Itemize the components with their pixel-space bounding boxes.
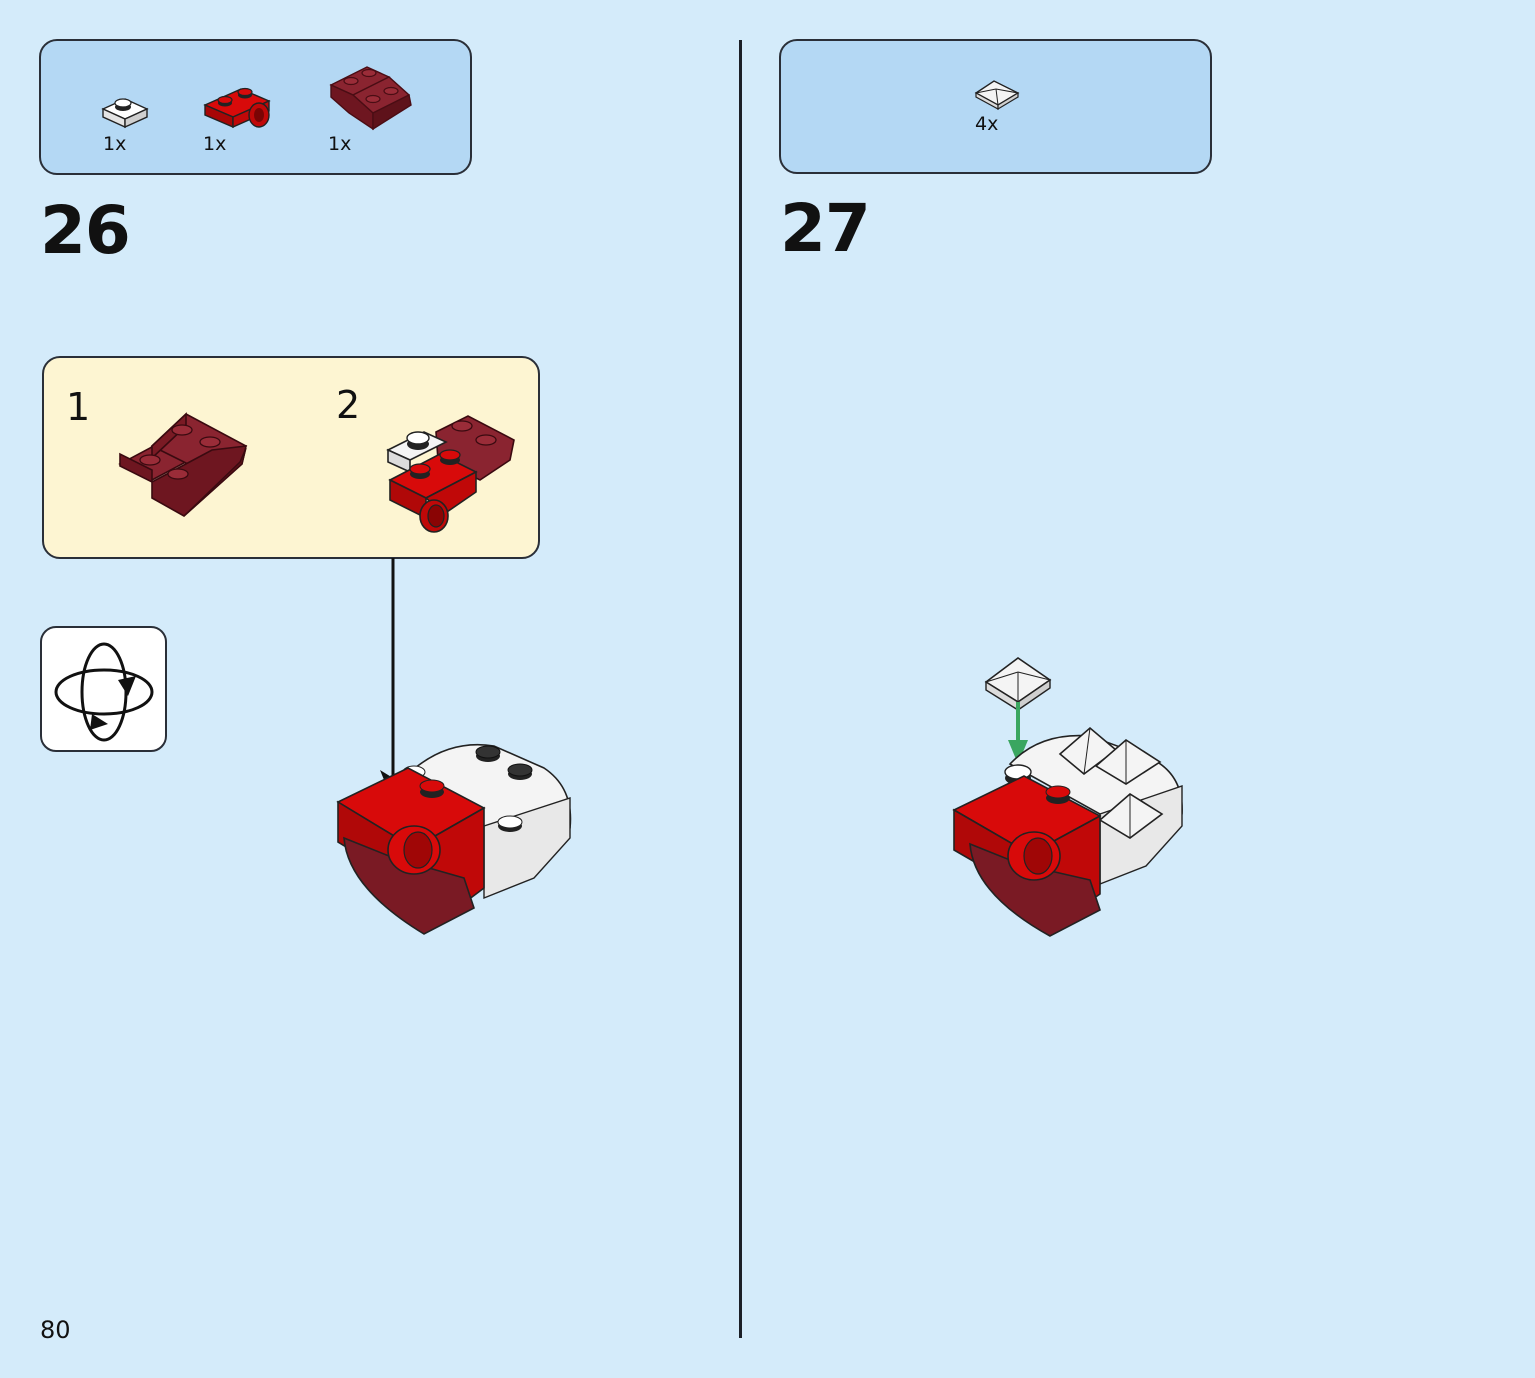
part-qty: 1x <box>203 133 227 155</box>
step-27-model-icon <box>952 657 1183 937</box>
substep-1-dark-red-slope-icon <box>118 412 248 517</box>
rotate-model-button <box>40 626 167 752</box>
part-item <box>101 91 149 131</box>
part-item <box>201 83 273 133</box>
step-26-parts-callout: 1x 1x 1x <box>39 39 472 175</box>
page-divider <box>739 40 742 1338</box>
step-26-model-icon <box>336 743 572 935</box>
substep-number-1: 1 <box>66 385 91 429</box>
part-qty: 1x <box>328 133 352 155</box>
part-qty: 1x <box>103 133 127 155</box>
part-qty: 4x <box>975 113 999 135</box>
step-number-27: 27 <box>780 190 871 267</box>
step-number-26: 26 <box>40 192 131 269</box>
part-item <box>974 79 1020 111</box>
white-round-plate-icon <box>101 98 149 129</box>
dark-red-inverted-slope-icon <box>329 66 412 131</box>
part-item <box>327 61 413 133</box>
red-plate-with-pin-hole-icon <box>203 87 271 129</box>
step-27-parts-callout: 4x <box>779 39 1212 174</box>
rotate-icon <box>54 642 154 742</box>
page-number: 80 <box>40 1316 71 1344</box>
white-pyramid-tile-icon <box>974 80 1020 111</box>
substep-number-2: 2 <box>336 383 361 427</box>
sub-assembly-callout: 1 2 <box>42 356 540 559</box>
substep-2-assembly-icon <box>386 415 515 533</box>
